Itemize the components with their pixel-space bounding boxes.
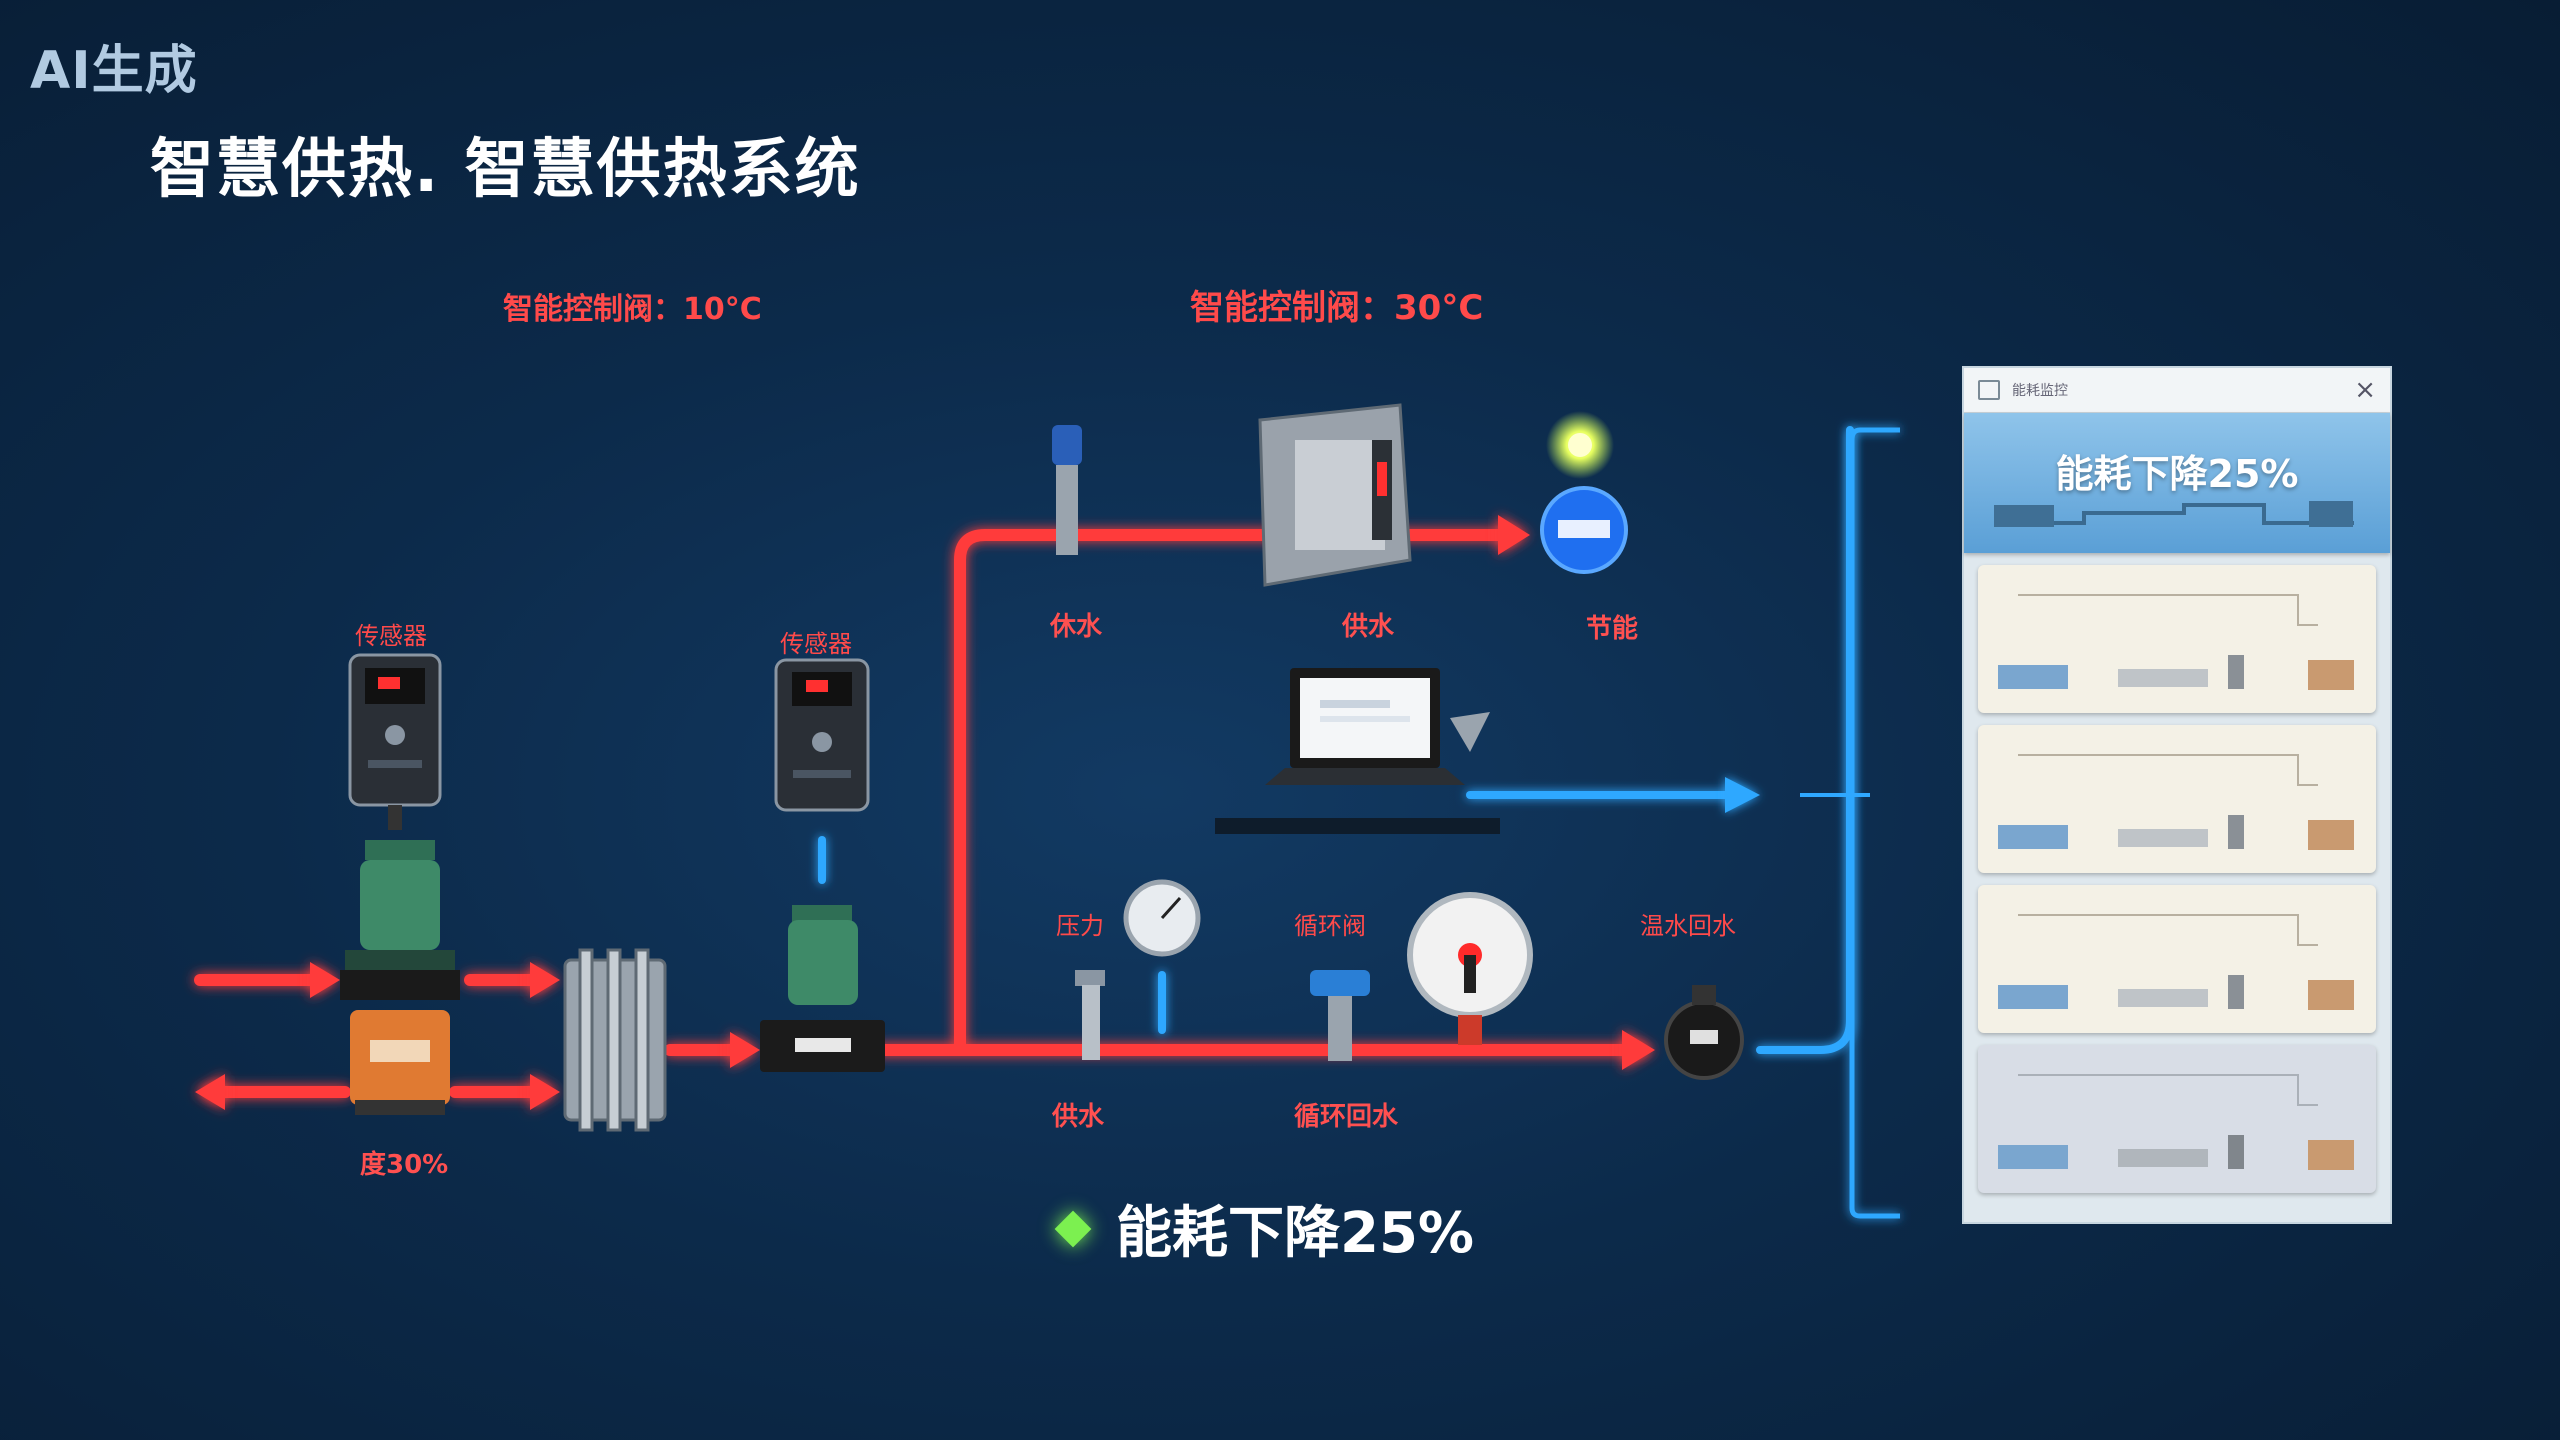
hot-pipes [194, 529, 1646, 1098]
summary-card[interactable]: 能耗下降25% [1964, 413, 2390, 553]
panel-header: 能耗监控 × [1964, 368, 2390, 413]
close-icon[interactable]: × [2354, 375, 2376, 405]
heat-meter-unit [350, 1010, 450, 1115]
pump-mid [760, 905, 885, 1072]
bottom-circulation-label: 循环回水 [1294, 1102, 1399, 1132]
pump-left [340, 840, 460, 1000]
energy-saving-text: 能耗下降25% [1116, 1201, 1475, 1266]
card-illustration [1994, 501, 2354, 527]
diamond-bullet-icon [1054, 1210, 1092, 1247]
top-valve [1052, 425, 1082, 555]
data-link-arrow [1725, 777, 1760, 813]
return-pipe [1756, 426, 1854, 1054]
arrow-to-pump [730, 1032, 760, 1068]
circulation-valve-label: 循环阀 [1294, 912, 1366, 940]
sensor-label-mid: 传感器 [780, 630, 852, 658]
arrow-bottom-line [1622, 1030, 1655, 1070]
page-title: 智慧供热. 智慧供热系统 [150, 133, 861, 207]
top-water-label-1: 休水 [1050, 612, 1103, 642]
history-card[interactable] [1978, 885, 2376, 1033]
panel-title: 能耗监控 [2012, 383, 2068, 399]
bottom-water-label: 供水 [1052, 1102, 1105, 1132]
top-energy-label: 节能 [1586, 614, 1639, 644]
arrow-top-line [1498, 515, 1530, 555]
window-icon [1978, 380, 2000, 400]
circulation-valve [1310, 970, 1370, 1061]
valve-label-left: 智能控制阀：10°C [503, 292, 762, 327]
arrow-in-top [310, 962, 340, 998]
sensor-controller-left [348, 653, 442, 830]
filter-unit [563, 948, 667, 1132]
control-cabinet [1258, 403, 1412, 587]
pressure-gauge-large [1407, 892, 1533, 1045]
history-card[interactable] [1978, 725, 2376, 873]
watermark: AI生成 [30, 41, 198, 101]
card-illustration [1998, 914, 2354, 1010]
panel-bracket [1849, 427, 1900, 1219]
card-illustration [1998, 754, 2354, 850]
top-water-label-2: 供水 [1342, 612, 1395, 642]
arrow-out-top [530, 962, 560, 998]
percent-label-left: 度30% [360, 1150, 449, 1180]
sensor-controller-mid [774, 658, 870, 812]
history-card[interactable] [1978, 565, 2376, 713]
history-card[interactable] [1978, 1045, 2376, 1193]
card-illustration [1998, 1074, 2354, 1170]
valve-label-top: 智能控制阀：30°C [1190, 288, 1484, 328]
energy-saving-note: 能耗下降25% [1054, 1188, 1475, 1269]
gauge-label-left: 压力 [1056, 912, 1104, 940]
card-illustration [1998, 594, 2354, 690]
hot-riser-pipe [954, 529, 1516, 1051]
laptop [1215, 668, 1500, 834]
return-water-label: 温水回水 [1640, 912, 1736, 940]
energy-monitor-panel: 能耗监控 × 能耗下降25% [1962, 366, 2392, 1224]
bottom-valve-left [1075, 970, 1105, 1060]
sensor-label-left: 传感器 [355, 622, 427, 650]
summary-card-text: 能耗下降25% [2055, 452, 2299, 496]
arrow-in-bottom [195, 1074, 225, 1110]
return-pump [1664, 985, 1744, 1080]
arrow-out-bottom [530, 1074, 560, 1110]
pressure-gauge-small [1123, 879, 1201, 957]
flow-arrows [195, 515, 1655, 1110]
energy-meter-device [1540, 411, 1628, 574]
